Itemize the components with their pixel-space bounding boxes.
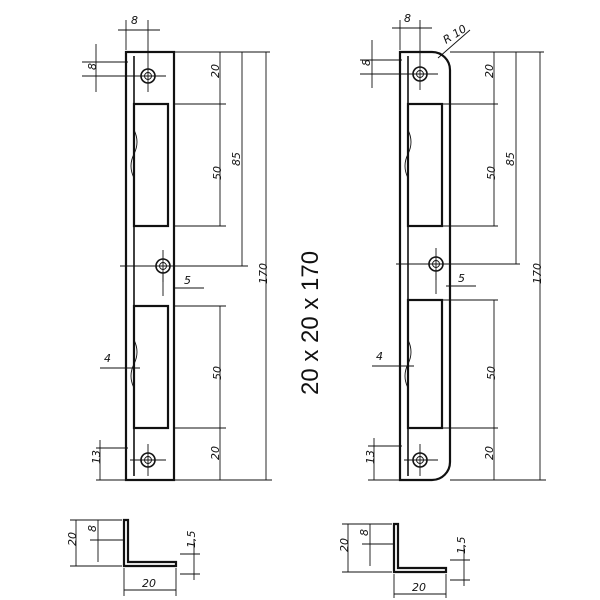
left-screw-offset-dim: 5: [184, 274, 191, 287]
right-bottom-to-hole-dim: 20: [483, 446, 496, 460]
right-center-dist-dim: 85: [504, 152, 517, 166]
right-top-offset-dim: 8: [360, 59, 373, 66]
left-slot-height-dim: 50: [211, 166, 224, 180]
right-top-width-dim: 8: [404, 12, 411, 25]
right-top-slot: [406, 102, 444, 228]
left-section-height-dim: 20: [66, 532, 79, 546]
left-notch-dim: 4: [104, 352, 111, 365]
left-top-slot: [132, 102, 170, 228]
left-section-width-dim: 20: [142, 577, 156, 590]
left-section-profile: 20 8 1,5 20: [66, 518, 200, 596]
right-bottom-slot-dim: 50: [485, 366, 498, 380]
right-section-inner-dim: 8: [358, 529, 371, 536]
right-notch-dim: 4: [376, 350, 383, 363]
left-section-thickness-dim: 1,5: [185, 531, 198, 549]
right-bottom-hole-dim: 13: [364, 450, 377, 464]
right-top-to-slot-dim: 20: [483, 64, 496, 78]
left-top-width-dim: 8: [131, 14, 138, 27]
right-section-profile: 20 8 1,5 20: [338, 522, 470, 598]
right-section-width-dim: 20: [412, 581, 426, 594]
left-bottom-slot: [132, 304, 170, 430]
drawing-title: 20 x 20 x 170: [297, 251, 324, 395]
left-plate: 8 8 20 50 85 170 50 20 5 4: [82, 14, 272, 482]
right-section-thickness-dim: 1,5: [455, 537, 468, 555]
right-plate: 8 R 10 8 20 50 85 170 50 20 5: [360, 12, 546, 482]
left-bottom-to-hole-dim: 20: [209, 446, 222, 460]
left-section-inner-dim: 8: [86, 525, 99, 532]
left-center-dist-dim: 85: [230, 152, 243, 166]
right-total-length-dim: 170: [531, 263, 544, 284]
left-bottom-hole-dim: 13: [90, 450, 103, 464]
right-screw-offset-dim: 5: [458, 272, 465, 285]
left-bottom-slot-dim: 50: [211, 366, 224, 380]
right-plate-outline: [398, 50, 452, 482]
left-top-offset-dim: 8: [86, 63, 99, 70]
right-slot-height-dim: 50: [485, 166, 498, 180]
left-top-to-slot-dim: 20: [209, 64, 222, 78]
right-bottom-slot: [406, 298, 444, 430]
right-section-height-dim: 20: [338, 538, 351, 552]
left-total-length-dim: 170: [257, 263, 270, 284]
